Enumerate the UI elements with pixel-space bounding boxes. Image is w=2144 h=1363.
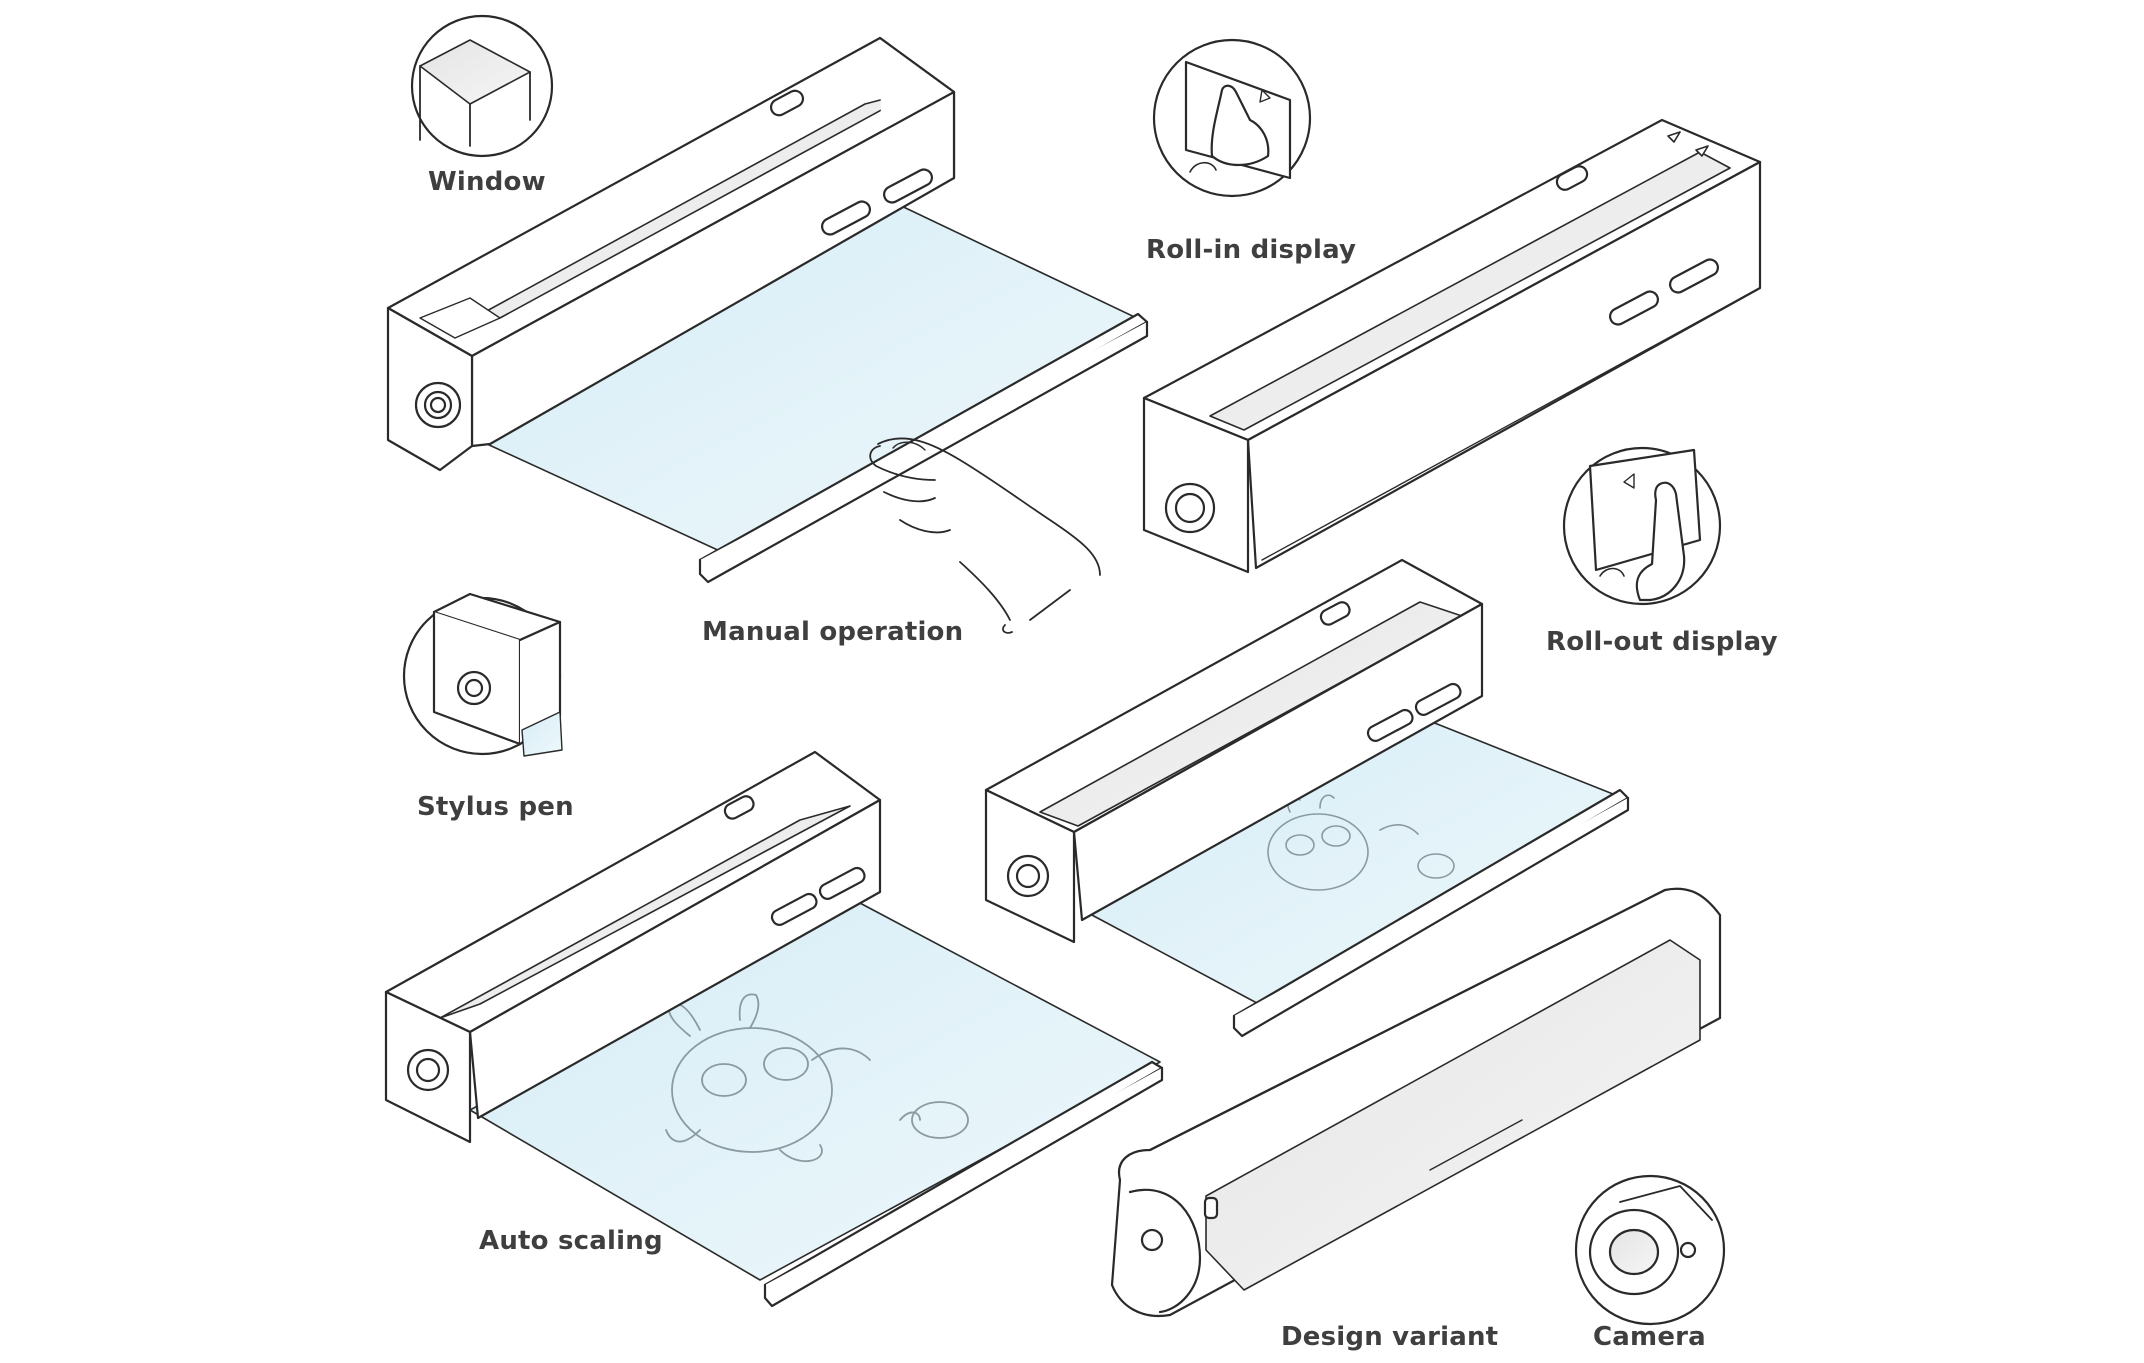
label-manual-operation: Manual operation <box>702 617 964 647</box>
device-design-variant <box>1110 887 1722 1318</box>
label-roll-out-display: Roll-out display <box>1546 627 1778 657</box>
callout-stylus-pen <box>402 592 563 757</box>
device-manual-operation <box>386 36 1149 634</box>
callout-roll-out <box>1562 446 1722 606</box>
callout-window <box>410 14 554 158</box>
device-drawing <box>984 558 1630 1038</box>
callout-camera <box>1574 1174 1726 1326</box>
label-roll-in-display: Roll-in display <box>1146 235 1357 265</box>
device-roll-in <box>1142 118 1762 574</box>
label-design-variant: Design variant <box>1281 1322 1499 1352</box>
label-auto-scaling: Auto scaling <box>479 1226 663 1256</box>
label-camera: Camera <box>1593 1322 1706 1352</box>
device-auto-scaling <box>384 750 1164 1308</box>
label-stylus-pen: Stylus pen <box>417 792 574 822</box>
label-window: Window <box>428 167 546 197</box>
callout-roll-in <box>1152 38 1312 198</box>
